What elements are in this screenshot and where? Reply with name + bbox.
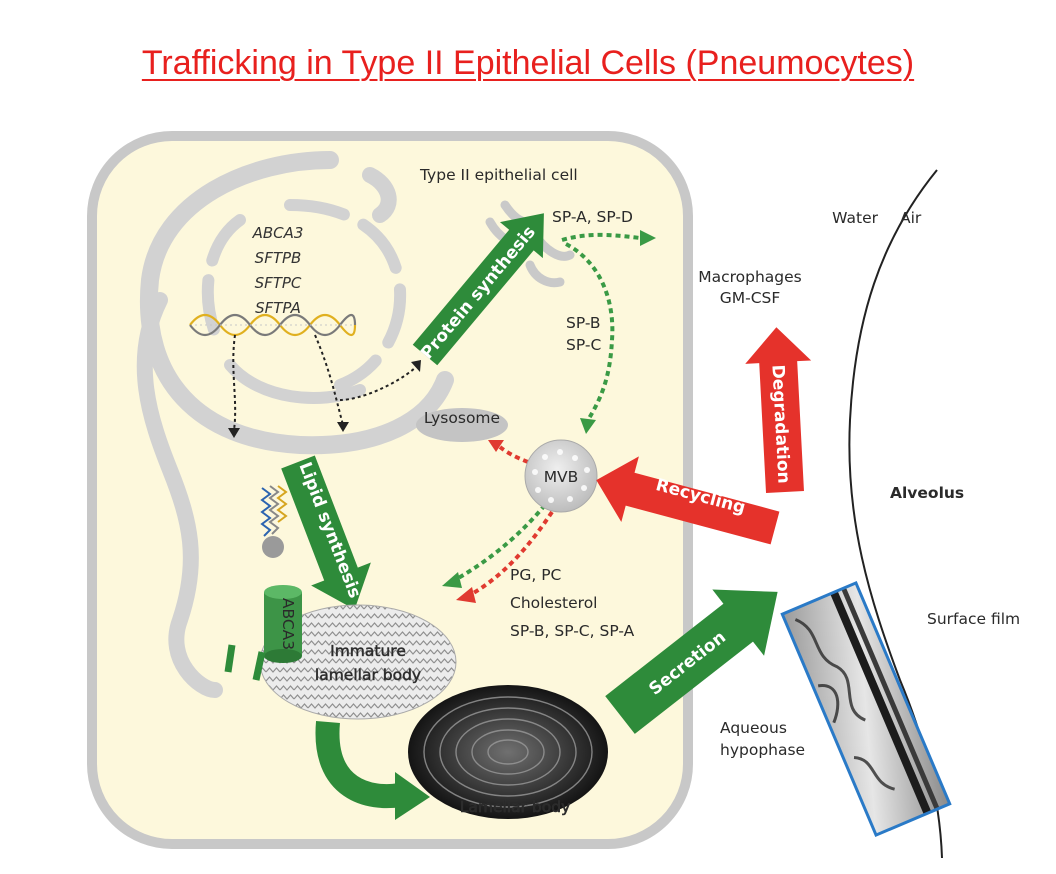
abca3-transporter: ABCA3 <box>264 585 302 663</box>
degradation-arrow: Degradation <box>745 327 812 493</box>
red-dotted-arrows <box>469 445 554 597</box>
aqueous-label-1: Aqueous <box>720 719 787 737</box>
transcription-arrows <box>232 334 416 431</box>
macrophages-label: Macrophages <box>698 268 802 286</box>
dna-helix-icon <box>189 313 357 337</box>
red-dotted-arrowheads <box>456 440 504 603</box>
air-label: Air <box>900 209 922 227</box>
water-label: Water <box>832 209 878 227</box>
sp-ad-label: SP-A, SP-D <box>552 208 633 226</box>
immature-label-1: Immature <box>330 642 406 660</box>
page-title: Trafficking in Type II Epithelial Cells … <box>141 44 915 82</box>
sp-b-label: SP-B <box>566 314 601 332</box>
gene-sftpa: SFTPA <box>255 299 301 317</box>
alveolus-label: Alveolus <box>890 484 964 502</box>
mvb-label: MVB <box>544 468 579 486</box>
lipid-molecule-icon <box>260 485 288 537</box>
aqueous-label-2: hypophase <box>720 741 805 759</box>
lamellar-body-label: Lamellar body <box>460 798 571 816</box>
gene-abca3: ABCA3 <box>252 224 304 242</box>
mvb-vesicles <box>532 449 590 503</box>
cell-label: Type II epithelial cell <box>419 166 578 184</box>
sp-trafficking-arrowheads <box>442 230 656 588</box>
lipid-list-2: Cholesterol <box>510 594 597 612</box>
abca3-label: ABCA3 <box>279 598 297 650</box>
lysosome-label: Lysosome <box>424 409 500 427</box>
lipid-list-3: SP-B, SP-C, SP-A <box>510 622 635 640</box>
immature-label-2: lamellar body <box>315 666 421 684</box>
surface-film-label: Surface film <box>927 610 1020 628</box>
membrane-ticks <box>224 644 266 681</box>
lipid-list-1: PG, PC <box>510 566 561 584</box>
lamellar-body <box>408 685 608 819</box>
lysosome <box>416 408 508 442</box>
maturation-arrow <box>315 720 430 820</box>
gene-sftpc: SFTPC <box>255 274 302 292</box>
gmcsf-label: GM-CSF <box>720 289 781 307</box>
gene-sftpb: SFTPB <box>255 249 302 267</box>
nucleus-er <box>136 151 454 698</box>
sp-trafficking-arrows <box>454 232 641 582</box>
electron-micrograph <box>780 580 952 838</box>
transcription-arrowheads <box>228 360 421 438</box>
sp-c-label: SP-C <box>566 336 601 354</box>
lipid-vesicle <box>262 536 284 558</box>
